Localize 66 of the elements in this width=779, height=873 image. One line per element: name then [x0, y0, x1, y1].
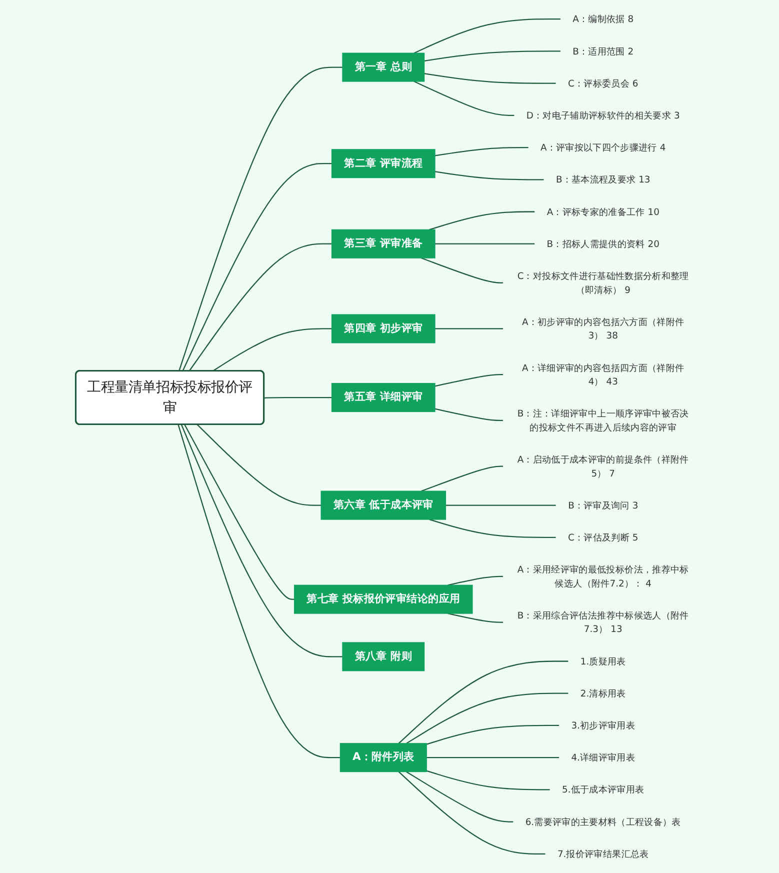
connector — [406, 692, 568, 744]
connector — [429, 518, 556, 538]
connector — [429, 211, 535, 230]
node-text: B：招标人需提供的资料 20 — [546, 238, 660, 250]
connector — [406, 771, 514, 822]
node-text: B：适用范围 2 — [572, 46, 634, 57]
connector — [424, 50, 560, 62]
connector — [398, 771, 546, 854]
node-text: A：编制依据 8 — [572, 14, 634, 24]
node-text: C：对投标文件进行基础性数据分析和整理（即清标） 9 — [517, 270, 689, 296]
node-text: 6.需要评审的主要材料（工程设备）表 — [525, 816, 681, 828]
node-text: C：评估及判断 5 — [568, 532, 638, 543]
connector — [196, 424, 322, 506]
node-box: 第一章 总则 — [342, 52, 425, 82]
connector — [448, 612, 503, 623]
node-text: A：初步评审的内容包括六方面（祥附件3） 38 — [522, 316, 684, 341]
connector — [414, 18, 560, 54]
connector — [184, 424, 294, 600]
node-text: D：对电子辅助评标软件的相关要求 3 — [526, 110, 680, 121]
connector — [188, 243, 332, 372]
connector — [434, 243, 535, 244]
node-text: 7.报价评审结果汇总表 — [557, 848, 649, 860]
node-text: 2.清标用表 — [580, 688, 626, 699]
connector — [424, 73, 556, 84]
connector — [421, 466, 503, 492]
connector — [426, 757, 559, 758]
connector — [434, 328, 503, 330]
connector — [421, 257, 503, 284]
node-text: B：注：详细评审中上一顺序评审中被否决的投标文件不再进入后续内容的评审 — [517, 408, 689, 433]
connector — [434, 170, 544, 180]
connector — [264, 396, 332, 398]
node-box: A：附件列表 — [340, 743, 427, 772]
node-text: 4.详细评审用表 — [571, 752, 636, 763]
connector — [212, 328, 332, 372]
node-text: B：评审及询问 3 — [568, 500, 638, 511]
node-text: C：评标委员会 6 — [568, 78, 638, 89]
node-box: 第七章 投标报价评审结论的应用 — [294, 584, 473, 614]
connector — [178, 66, 343, 372]
node-box: 第二章 评审流程 — [331, 149, 436, 178]
connector — [448, 576, 503, 586]
connector — [446, 504, 556, 506]
connector — [426, 724, 559, 745]
node-text: 5.低于成本评审用表 — [562, 784, 644, 796]
node-box: 第八章 附则 — [342, 642, 425, 672]
connector — [398, 660, 568, 744]
node-text: 1.质疑用表 — [580, 656, 626, 667]
connector — [414, 80, 514, 116]
node-text: B：采用综合评估法推荐中标候选人（附件7.3） 13 — [517, 610, 689, 634]
connector — [434, 408, 503, 422]
connector — [426, 770, 550, 790]
node-box: 第六章 低于成本评审 — [320, 490, 446, 520]
node-text: A：评标专家的准备工作 10 — [546, 206, 660, 218]
connector — [434, 374, 503, 387]
node-text: B：基本流程及要求 13 — [556, 174, 650, 185]
node-text: A：详细评审的内容包括四方面（祥附件4） 43 — [522, 362, 684, 387]
connector — [180, 424, 343, 658]
node-box: 第三章 评审准备 — [331, 229, 436, 258]
connector — [182, 163, 332, 372]
node-text: A：启动低于成本评审的前提条件（祥附件5） 7 — [517, 454, 689, 479]
node-box: 第五章 详细评审 — [331, 382, 436, 412]
node-text: 3.初步评审用表 — [571, 720, 636, 731]
node-text: A：采用经评审的最低投标价法，推荐中标候选人（附件7.2）： 4 — [517, 564, 689, 589]
connector — [178, 424, 340, 758]
node-box: 第四章 初步评审 — [331, 314, 436, 344]
node-text: A：评审按以下四个步骤进行 4 — [540, 142, 666, 153]
connector — [434, 146, 528, 156]
